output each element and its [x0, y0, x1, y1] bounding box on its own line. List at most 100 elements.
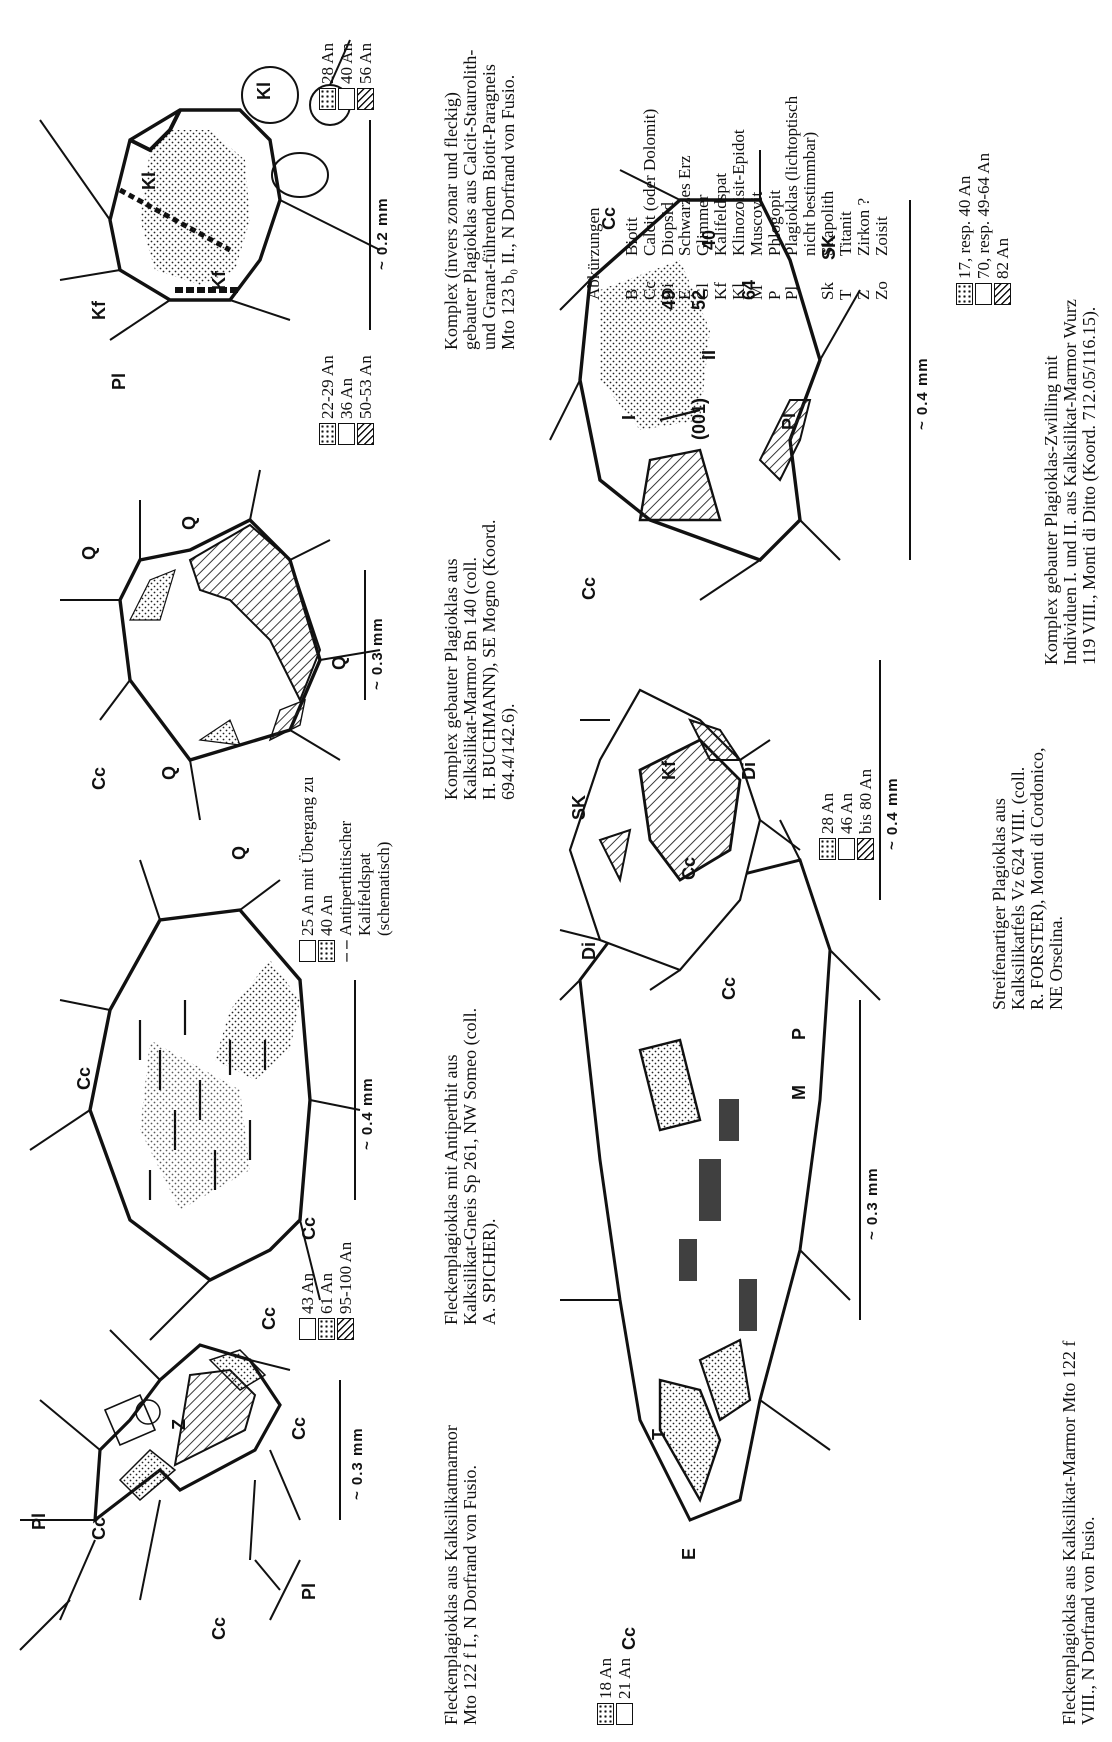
- label-ind1: I: [619, 414, 639, 420]
- swatch-hatch: [337, 1318, 354, 1340]
- label-pl: Pl: [779, 412, 799, 430]
- legend-row: 28 An: [318, 43, 337, 110]
- fig2-legend: 25 An mit Übergang zu 40 An – –Antiperth…: [298, 777, 393, 962]
- label-cc: Cc: [579, 576, 599, 600]
- legend-row: 43 An: [298, 1242, 317, 1340]
- swatch-plain: [838, 838, 855, 860]
- swatch-plain: [616, 1703, 633, 1725]
- legend-row: (schematisch): [373, 841, 393, 936]
- fig2-caption: Fleckenplagioklas mit Antiperthit aus Ka…: [441, 1007, 499, 1325]
- legend-row: 25 An mit Übergang zu: [298, 777, 317, 962]
- label-cc: Cc: [89, 766, 109, 790]
- legend-row: 46 An: [837, 769, 856, 860]
- fig6-legend: 28 An 46 An bis 80 An: [818, 769, 875, 860]
- swatch-dots: [318, 940, 335, 962]
- label-z: Z: [169, 1419, 189, 1430]
- fig1-drawing: [19, 1329, 301, 1651]
- label-cc: Cc: [74, 1066, 94, 1090]
- fig5-legend: 18 An 21 An: [596, 1658, 634, 1725]
- label-q: Q: [159, 765, 179, 780]
- swatch-dots: [318, 1318, 335, 1340]
- fig1-legend: 43 An 61 An 95-100 An: [298, 1242, 355, 1340]
- abbreviation-title: Abkürzungen: [584, 207, 603, 300]
- swatch-dots: [319, 88, 336, 110]
- label-q: Q: [329, 655, 349, 670]
- label-cc: Cc: [679, 856, 699, 880]
- fig4-caption: Komplex (invers zonar und fleckig) gebau…: [441, 49, 518, 350]
- label-cc: Cc: [89, 1516, 109, 1540]
- fig4-scale: ~ 0.2 mm: [374, 197, 391, 270]
- label-kf: Kf: [659, 761, 679, 780]
- fig2-lamellae: [138, 1000, 267, 1200]
- fig5-drawing: [559, 819, 881, 1522]
- legend-row: 28 An: [818, 769, 837, 860]
- fig3-legend: 22-29 An 36 An 50-53 An: [318, 355, 375, 445]
- label-di: Di: [739, 762, 759, 780]
- legend-row: 82 An: [993, 153, 1012, 305]
- label-kf: Kf: [89, 301, 109, 320]
- fig5-caption: Fleckenplagioklas aus Kalksilikat-Marmor…: [1059, 1340, 1098, 1725]
- label-di: Di: [579, 942, 599, 960]
- label-n001: (001): [689, 397, 709, 440]
- fig3-drawing: [60, 469, 381, 821]
- swatch-hatch: [994, 283, 1011, 305]
- fig6-caption: Streifenartiger Plagioklas aus Kalksilik…: [989, 747, 1066, 1010]
- label-sk: SK: [569, 794, 589, 820]
- fig2-drawing: [29, 859, 361, 1341]
- fig1-scale: ~ 0.3 mm: [349, 1427, 366, 1500]
- legend-row: – –Antiperthitischer: [335, 820, 355, 962]
- swatch-plain: [299, 1318, 316, 1340]
- dash-symbol: – –: [335, 940, 355, 962]
- legend-row: 17, resp. 40 An: [955, 153, 974, 305]
- legend-row: 22-29 An: [318, 355, 337, 445]
- legend-row: 56 An: [356, 43, 375, 110]
- label-cc: Cc: [619, 1626, 639, 1650]
- label-m: M: [789, 1085, 809, 1100]
- label-q: Q: [179, 515, 199, 530]
- label-kf: Kf: [209, 271, 229, 290]
- fig7-legend: 17, resp. 40 An 70, resp. 49-64 An 82 An: [955, 153, 1012, 305]
- swatch-hatch: [357, 88, 374, 110]
- legend-row: 18 An: [596, 1658, 615, 1725]
- legend-row: 61 An: [317, 1242, 336, 1340]
- label-kl: Kl: [139, 172, 159, 190]
- legend-row: 21 An: [615, 1658, 634, 1725]
- legend-row: 95-100 An: [336, 1242, 355, 1340]
- label-q: Q: [79, 545, 99, 560]
- label-kl: Kl: [254, 82, 274, 100]
- legend-row: Kalifeldspat: [354, 852, 374, 936]
- swatch-hatch: [357, 423, 374, 445]
- swatch-dots: [956, 283, 973, 305]
- swatch-plain: [975, 283, 992, 305]
- legend-row: 70, resp. 49-64 An: [974, 153, 993, 305]
- fig5-scale: ~ 0.3 mm: [864, 1167, 881, 1240]
- legend-row: bis 80 An: [856, 769, 875, 860]
- label-cc: Cc: [209, 1616, 229, 1640]
- legend-row: 50-53 An: [356, 355, 375, 445]
- fig2-scale: ~ 0.4 mm: [359, 1077, 376, 1150]
- fig4-legend: 28 An 40 An 56 An: [318, 43, 375, 110]
- swatch-plain: [338, 423, 355, 445]
- swatch-hatch: [857, 838, 874, 860]
- fig1-caption: Fleckenplagioklas aus Kalksilikatmarmor …: [441, 1425, 480, 1725]
- swatch-dots: [319, 423, 336, 445]
- legend-row: 36 An: [337, 355, 356, 445]
- fig6-drawing: [559, 688, 801, 991]
- label-cc: Cc: [719, 976, 739, 1000]
- label-t: T: [649, 1429, 669, 1440]
- label-ind2: II: [699, 349, 719, 360]
- fig4-drawing: [39, 39, 381, 341]
- swatch-dots: [819, 838, 836, 860]
